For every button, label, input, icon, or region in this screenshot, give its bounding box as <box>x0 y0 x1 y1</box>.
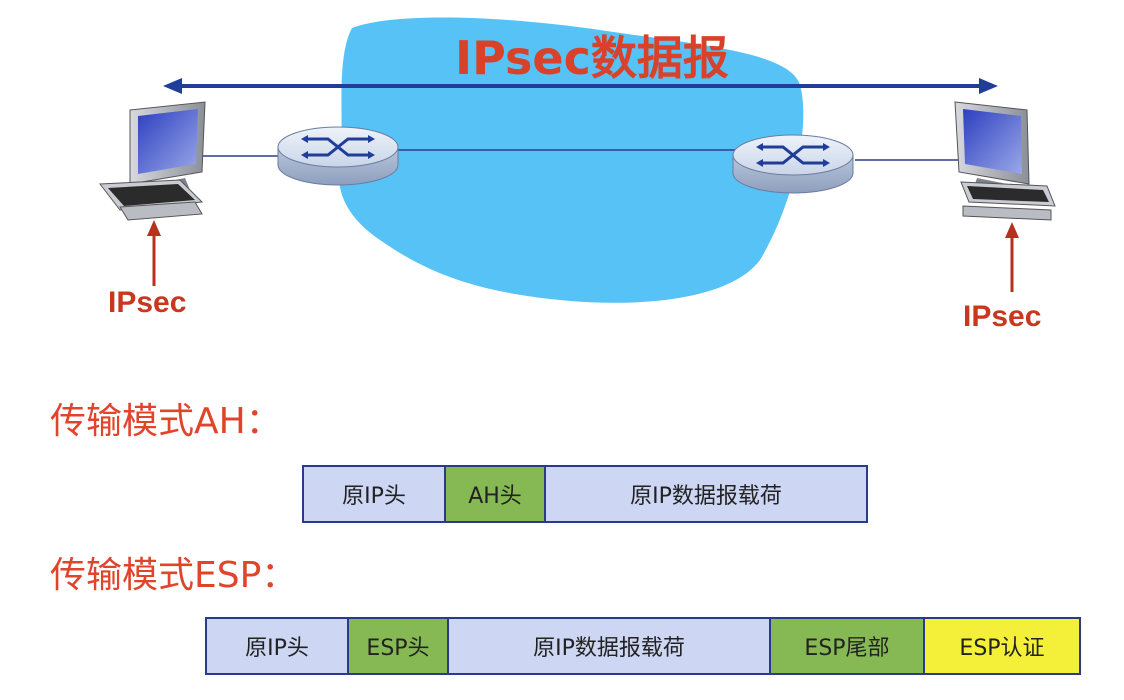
internet-cloud <box>338 17 804 303</box>
packet-esp: 原IP头 ESP头 原IP数据报载荷 ESP尾部 ESP认证 <box>205 617 1081 675</box>
segment-original-ip-header: 原IP头 <box>207 619 349 673</box>
segment-payload: 原IP数据报载荷 <box>546 467 866 521</box>
label-arrow-left <box>147 220 161 286</box>
double-arrow <box>163 78 998 94</box>
mode-label-esp: 传输模式ESP： <box>50 555 298 596</box>
label-arrow-right <box>1005 222 1019 292</box>
ipsec-label-right: IPsec <box>963 300 1042 333</box>
segment-esp-header: ESP头 <box>349 619 449 673</box>
router-icon <box>277 126 399 186</box>
network-diagram <box>99 17 1056 303</box>
segment-ah-header: AH头 <box>446 467 546 521</box>
segment-esp-auth: ESP认证 <box>925 619 1079 673</box>
computer-icon <box>954 101 1056 221</box>
segment-payload: 原IP数据报载荷 <box>449 619 771 673</box>
router-icon <box>732 134 854 194</box>
segment-original-ip-header: 原IP头 <box>304 467 446 521</box>
ipsec-label-left: IPsec <box>108 286 187 319</box>
diagram-title: IPsec数据报 <box>455 31 729 85</box>
computer-icon <box>99 101 206 221</box>
mode-label-ah: 传输模式AH： <box>50 401 282 442</box>
segment-esp-trailer: ESP尾部 <box>771 619 925 673</box>
packet-ah: 原IP头 AH头 原IP数据报载荷 <box>302 465 868 523</box>
